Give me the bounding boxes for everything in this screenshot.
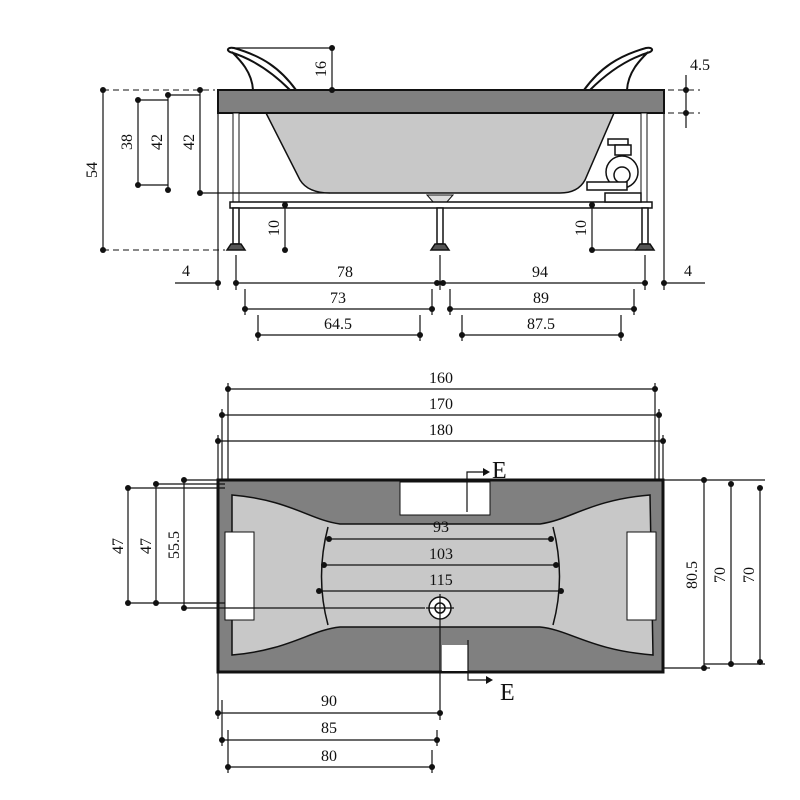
dim-42-a: 42: [149, 134, 166, 150]
dim-47-a: 47: [110, 538, 127, 554]
dim-180: 180: [429, 422, 453, 439]
dim-55-5: 55.5: [166, 531, 183, 559]
dim-54: 54: [84, 162, 101, 178]
dim-78: 78: [337, 264, 353, 281]
section-label-top: E: [492, 458, 507, 484]
dim-47-b: 47: [138, 538, 155, 554]
dim-93: 93: [433, 519, 449, 536]
top-view: 160 170 180 E E 93 103 115: [110, 370, 765, 773]
cutout-bottom: [442, 645, 468, 671]
dim-80-5: 80.5: [684, 561, 701, 589]
dim-115: 115: [429, 572, 452, 589]
section-label-bottom: E: [500, 680, 515, 706]
frame-post-right: [640, 112, 648, 204]
rim: [217, 89, 665, 114]
section-arrow-top: [483, 468, 490, 476]
dim-94: 94: [532, 264, 548, 281]
dim-160: 160: [429, 370, 453, 387]
dim-73: 73: [330, 290, 346, 307]
dim-10-right: 10: [573, 220, 590, 236]
dim-42-b: 42: [181, 134, 198, 150]
right-headrest: [582, 46, 654, 91]
dim-103: 103: [429, 546, 453, 563]
dim-4-right: 4: [684, 263, 692, 280]
pump: [586, 138, 642, 203]
dim-87-5: 87.5: [527, 316, 555, 333]
frame-bar: [229, 201, 653, 209]
dim-80: 80: [321, 748, 337, 765]
handle-right: [626, 531, 657, 621]
frame-post-left: [232, 112, 240, 204]
overflow-cutout-top: [399, 481, 491, 516]
basin-outline: [231, 494, 654, 656]
dim-85: 85: [321, 720, 337, 737]
dim-90: 90: [321, 693, 337, 710]
dim-4-5: 4.5: [690, 57, 710, 74]
side-view: 54 38 42 42 16 4.5 10 10: [84, 45, 710, 341]
dim-64-5: 64.5: [324, 316, 352, 333]
legs: [225, 207, 656, 251]
dim-89: 89: [533, 290, 549, 307]
dim-70-a: 70: [712, 567, 729, 583]
dim-170: 170: [429, 396, 453, 413]
basin-profile: [264, 112, 616, 194]
drain-icon: [426, 594, 454, 720]
inner-floor: [320, 526, 561, 626]
dim-10-left: 10: [266, 220, 283, 236]
handle-left: [224, 531, 255, 621]
dim-70-b: 70: [741, 567, 758, 583]
dim-4-left: 4: [182, 263, 190, 280]
left-headrest: [226, 46, 298, 91]
section-arrow-bottom: [486, 676, 493, 684]
dim-16: 16: [313, 61, 330, 77]
dim-38: 38: [119, 134, 136, 150]
